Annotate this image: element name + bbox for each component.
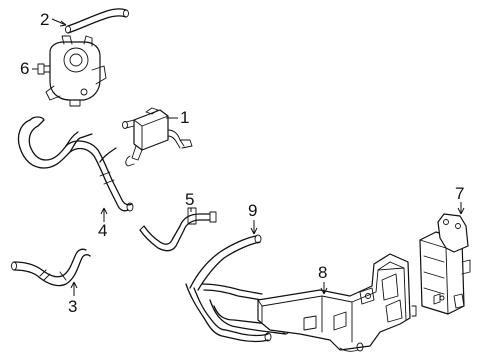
- part-1-oil-cooler: [122, 107, 193, 167]
- callout-5: 5: [185, 190, 194, 212]
- svg-text:9: 9: [248, 201, 257, 220]
- part-8-bracket-assembly: [257, 253, 417, 352]
- svg-text:4: 4: [98, 221, 107, 240]
- callout-1: 1: [166, 108, 189, 127]
- callout-3: 3: [68, 281, 77, 316]
- part-7-cooler-core: [419, 213, 471, 315]
- callout-8: 8: [318, 263, 327, 295]
- svg-text:1: 1: [180, 108, 189, 127]
- svg-text:2: 2: [40, 10, 49, 29]
- callout-2: 2: [40, 10, 67, 29]
- part-5-pipe: [139, 207, 217, 252]
- svg-text:7: 7: [455, 184, 464, 203]
- part-2-hose: [65, 8, 129, 34]
- part-3-hose: [11, 248, 91, 287]
- svg-text:8: 8: [318, 263, 327, 282]
- callout-6: 6: [20, 59, 38, 78]
- svg-text:5: 5: [185, 190, 194, 209]
- callout-7: 7: [455, 184, 464, 215]
- part-9-pipe-assembly: [185, 234, 290, 343]
- callout-4: 4: [98, 207, 107, 240]
- part-4-hose: [17, 116, 134, 212]
- svg-text:6: 6: [20, 59, 29, 78]
- svg-text:3: 3: [68, 297, 77, 316]
- callout-9: 9: [248, 201, 257, 235]
- part-6-housing: [37, 35, 107, 107]
